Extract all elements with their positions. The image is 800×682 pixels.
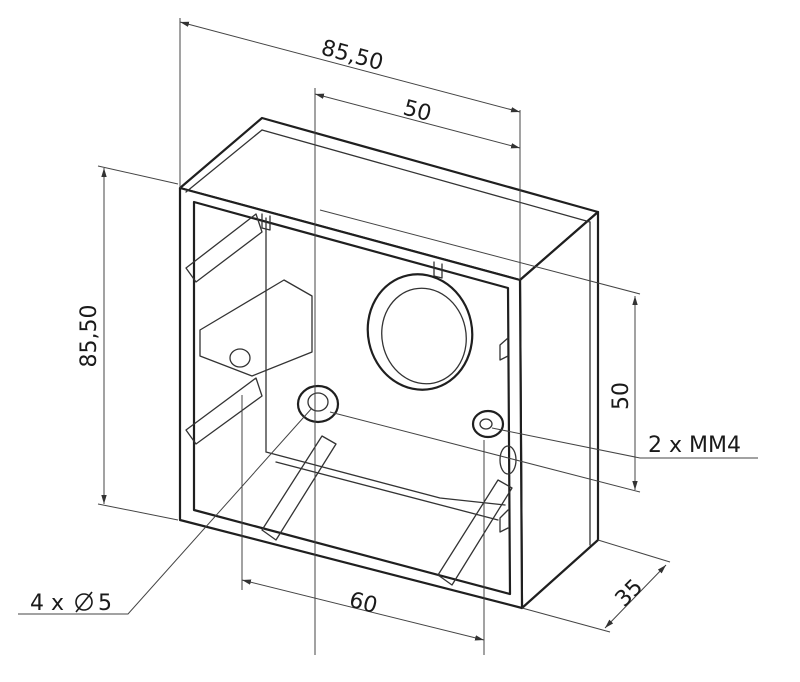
left-boss	[199, 279, 313, 377]
leader-threaded-holes	[491, 427, 758, 459]
dim-line-depth	[604, 564, 667, 629]
back-wall-edge	[265, 217, 506, 506]
label-hole-spacing-top: 50	[400, 96, 434, 127]
label-mounting-holes-diameter: 5	[98, 591, 112, 616]
label-overall-width: 85,50	[318, 36, 385, 76]
label-hole-spacing-side: 50	[609, 382, 634, 410]
leader-mounting-holes	[18, 407, 313, 615]
diameter-symbol-icon	[75, 591, 93, 613]
threaded-hole-right-inner	[479, 418, 493, 430]
left-boss-hole	[229, 348, 251, 368]
rim-notch-right	[433, 261, 443, 279]
bottom-channel-line	[275, 461, 499, 521]
central-knockout-inner	[381, 287, 467, 385]
rim-notch-left	[261, 213, 271, 231]
left-rib-bottom	[185, 377, 263, 445]
bottom-rib-left	[261, 435, 337, 541]
box-body	[178, 116, 600, 610]
mounting-hole-center-inner	[307, 392, 329, 412]
dim-line-hole-spacing-bottom	[241, 579, 485, 641]
inner-cavity	[192, 200, 512, 596]
label-mounting-holes: 4 x	[30, 591, 64, 616]
right-notch-bottom	[499, 509, 509, 533]
dimension-lines	[18, 18, 758, 655]
label-threaded-holes: 2 x MM4	[648, 433, 741, 458]
label-depth: 35	[611, 575, 648, 612]
mounting-hole-center	[296, 384, 340, 424]
label-overall-height: 85,50	[77, 305, 102, 368]
label-mounting-holes-count: 4 x	[30, 591, 64, 616]
central-knockout-outer	[366, 273, 474, 391]
left-rib-top	[185, 213, 263, 283]
rim-top-line	[185, 129, 263, 193]
right-side-face	[518, 210, 600, 610]
dim-line-hole-spacing-top	[314, 93, 521, 149]
threaded-hole-right	[471, 409, 505, 439]
right-notch-top	[499, 337, 509, 361]
label-hole-spacing-bottom: 60	[346, 588, 380, 619]
